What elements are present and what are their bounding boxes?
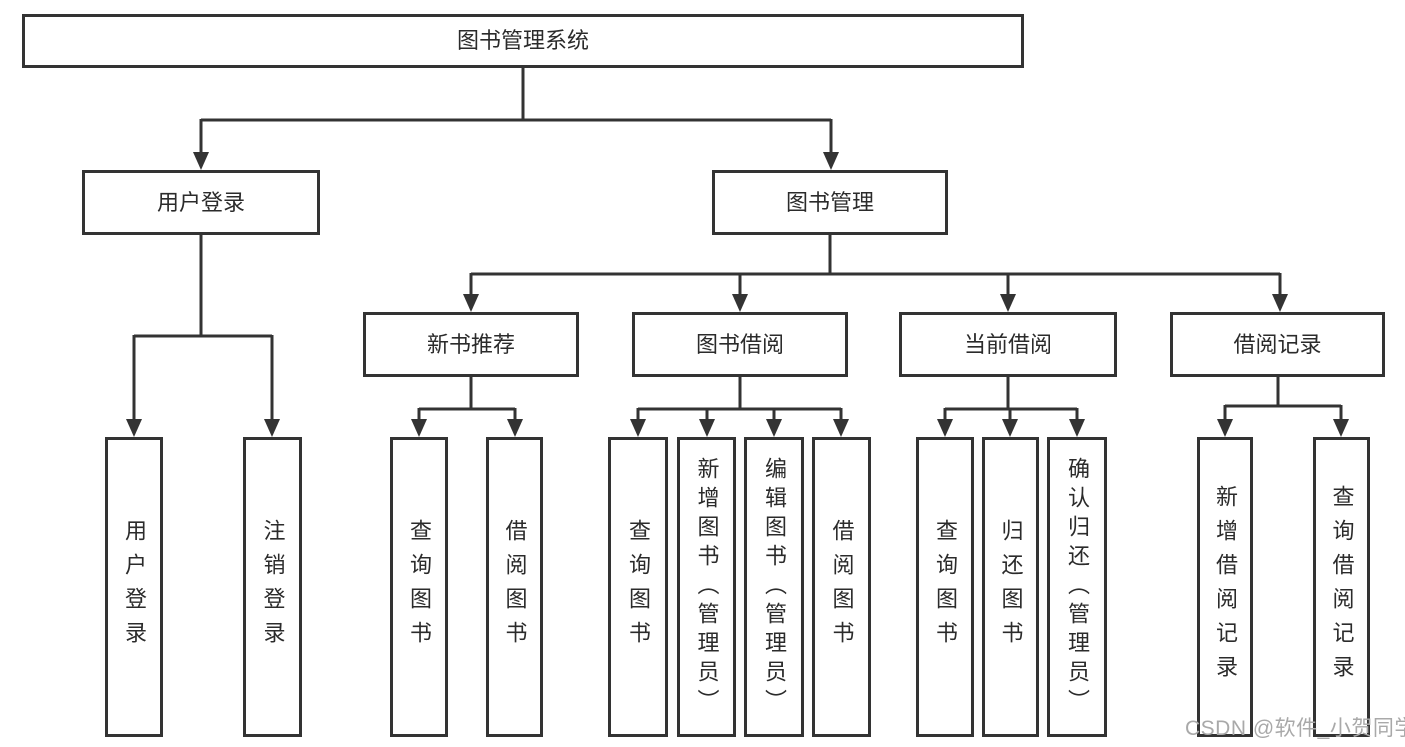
node-book-management: 图书管理 [712,170,948,235]
node-label: 新增借阅记录 [1213,485,1238,689]
node-current-borrowing: 当前借阅 [899,312,1117,377]
node-label: 借阅图书 [829,519,855,655]
node-label: 新书推荐 [426,331,515,357]
node-label: 查询图书 [407,519,432,655]
node-label: 图书借阅 [695,331,784,357]
node-user-login: 用户登录 [82,170,320,235]
leaf-user-login: 用户登录 [105,437,163,737]
node-label: 借阅图书 [502,519,528,655]
leaf-borrow-books-recommend: 借阅图书 [486,437,543,737]
csdn-watermark: CSDN @软件_小贺同学 [1185,717,1405,740]
node-label: 借阅记录 [1233,331,1322,357]
node-borrowing-records: 借阅记录 [1170,312,1385,377]
leaf-query-books-borrowing: 查询图书 [608,437,668,737]
node-label: 查询借阅记录 [1329,485,1355,689]
node-label: 编辑图书（管理员） [762,456,787,718]
leaf-query-books-recommend: 查询图书 [390,437,448,737]
node-new-book-recommend: 新书推荐 [363,312,579,377]
node-label: 用户登录 [122,519,147,655]
leaf-return-books: 归还图书 [982,437,1039,737]
node-label: 确认归还（管理员） [1065,456,1090,718]
leaf-query-books-current: 查询图书 [916,437,974,737]
leaf-confirm-return-admin: 确认归还（管理员） [1047,437,1107,737]
leaf-edit-books-admin: 编辑图书（管理员） [744,437,804,737]
node-label: 查询图书 [626,519,651,655]
node-label: 新增图书（管理员） [694,456,720,718]
node-label: 注销登录 [260,519,286,655]
leaf-logout: 注销登录 [243,437,302,737]
node-label: 用户登录 [156,189,245,215]
node-label: 归还图书 [998,519,1024,655]
leaf-borrow-books-borrowing: 借阅图书 [812,437,871,737]
node-label: 图书管理系统 [456,28,589,53]
node-label: 图书管理 [785,189,874,215]
node-label: 当前借阅 [963,331,1052,357]
node-book-borrowing: 图书借阅 [632,312,848,377]
leaf-query-borrow-record: 查询借阅记录 [1313,437,1370,737]
leaf-add-books-admin: 新增图书（管理员） [677,437,736,737]
leaf-add-borrow-record: 新增借阅记录 [1197,437,1253,737]
node-library-system: 图书管理系统 [22,14,1024,68]
node-label: 查询图书 [933,519,958,655]
